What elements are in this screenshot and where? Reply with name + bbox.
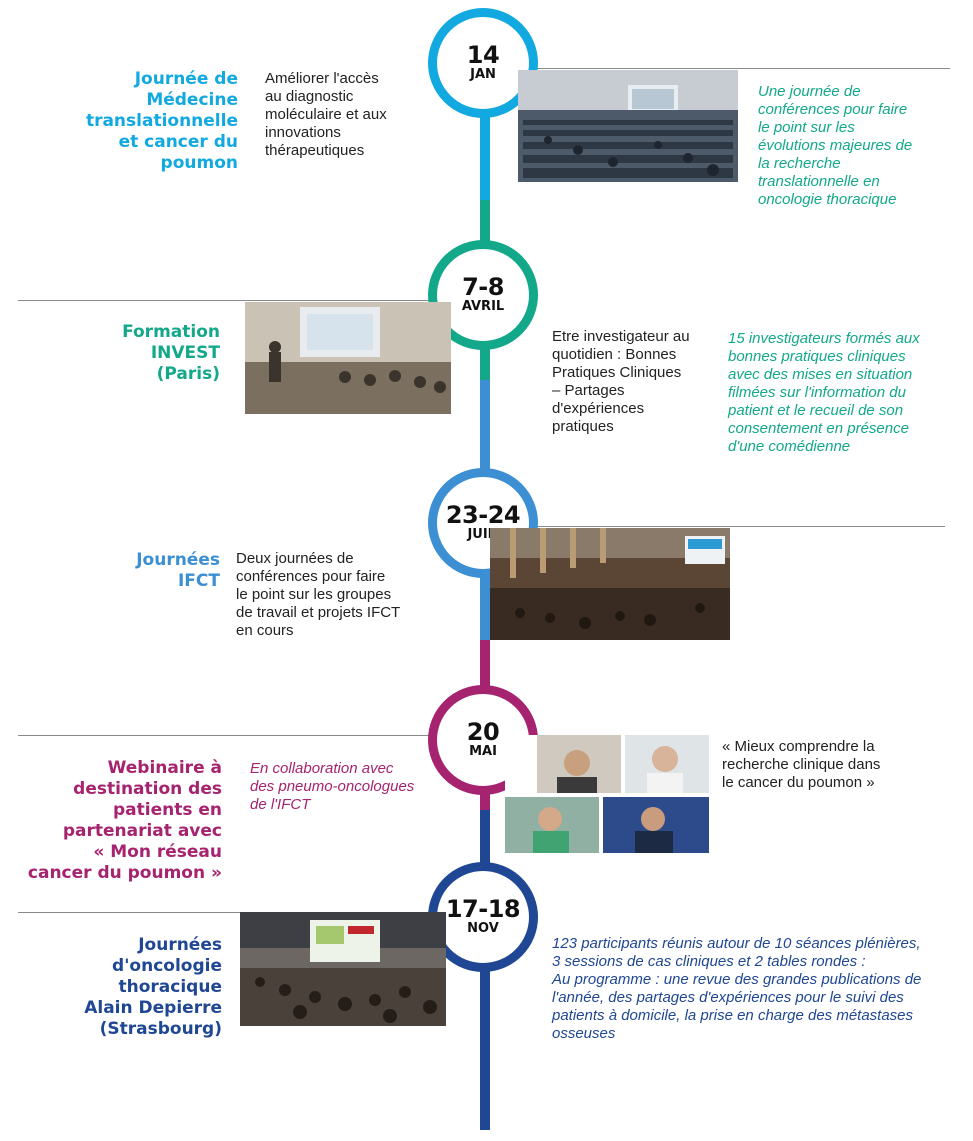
training-session-photo <box>245 302 451 414</box>
date-month: JAN <box>470 67 496 82</box>
divider-nov <box>18 912 458 913</box>
date-day: 17-18 <box>445 895 521 923</box>
divider-mai <box>18 735 458 736</box>
date-month: NOV <box>467 921 499 936</box>
event-title-mai: Webinaire à destination des patients en … <box>27 758 222 883</box>
conference-hall-photo <box>518 70 738 182</box>
event-title-nov: Journées d'oncologie thoracique Alain De… <box>84 935 222 1039</box>
event-title-avril: Formation INVEST (Paris) <box>122 322 220 384</box>
divider-juin <box>490 526 945 527</box>
timeline-segment-avril <box>480 310 490 430</box>
divider-jan <box>490 68 950 69</box>
date-month: AVRIL <box>461 299 505 314</box>
event-description-juin: Deux journées de conférences pour faire … <box>236 550 401 639</box>
timeline-segment-jan <box>480 95 490 200</box>
timeline-segment-nov <box>480 900 490 1130</box>
amphitheater-photo <box>490 528 730 640</box>
date-day: 20 <box>466 718 500 746</box>
event-note-nov: 123 participants réunis autour de 10 séa… <box>552 935 922 1042</box>
event-title-jan: Journée de Médecine translationnelle et … <box>85 69 238 173</box>
event-description-jan: Améliorer l'accès au diagnostic molécula… <box>265 70 387 159</box>
date-day: 14 <box>466 41 500 69</box>
event-description-avril: Etre investigateur au quotidien : Bonnes… <box>552 328 690 435</box>
webinar-grid-photo <box>505 735 709 853</box>
event-note-avril: 15 investigateurs formés aux bonnes prat… <box>728 330 920 455</box>
event-title-juin: Journées IFCT <box>136 550 220 591</box>
timeline-segment-avril-juin <box>480 380 490 520</box>
date-circle-nov: 17-18 NOV <box>428 862 538 972</box>
date-day: 7-8 <box>462 273 504 301</box>
divider-avril <box>18 300 458 301</box>
date-day: 23-24 <box>445 501 521 529</box>
date-month: MAI <box>469 744 497 759</box>
timeline-segment-juin <box>480 520 490 650</box>
event-note-jan: Une journée de conférences pour faire le… <box>758 83 913 208</box>
auditorium-photo <box>240 912 446 1026</box>
event-description-mai: « Mieux comprendre la recherche clinique… <box>722 738 881 791</box>
event-note-mai: En collaboration avec des pneumo-oncolog… <box>250 760 415 813</box>
